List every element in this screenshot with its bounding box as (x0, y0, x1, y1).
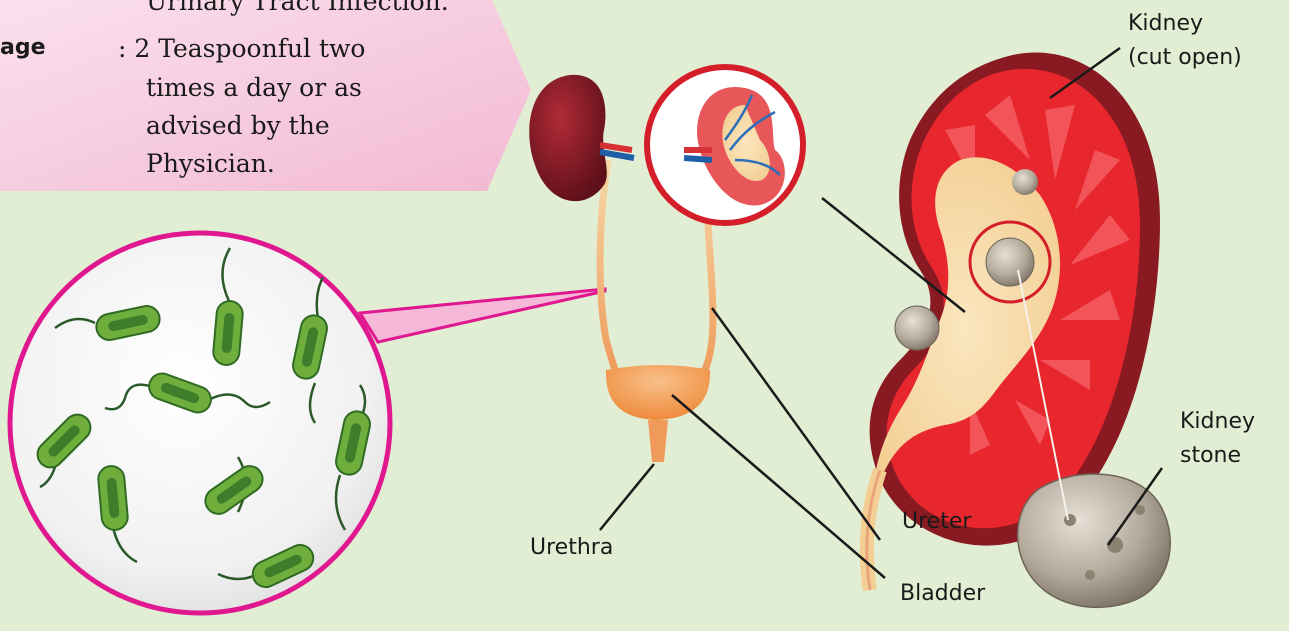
large-kidney-stone (1018, 474, 1171, 607)
panel-dosage-key: age (0, 34, 46, 62)
label-stone-2: stone (1180, 442, 1241, 470)
label-kidney: Kidney (1128, 10, 1203, 38)
bladder (606, 365, 710, 420)
panel-dosage-line-1: : 2 Teaspoonful two (118, 33, 366, 64)
callout-wedge (360, 289, 605, 342)
label-urethra: Urethra (530, 534, 613, 562)
leader-bladder (672, 395, 885, 578)
leader-ureter-left (712, 308, 880, 540)
panel-dosage-line-4: Physician. (146, 148, 275, 179)
panel-dosage-line-2: times a day or as (146, 72, 362, 103)
leader-urethra (600, 464, 654, 530)
kidney-section-magnifier (647, 67, 803, 223)
bacteria-magnifier (10, 233, 390, 613)
urethra-tube (648, 420, 668, 462)
label-stone-1: Kidney (1180, 408, 1255, 436)
kidney-left-vessels (600, 145, 634, 158)
ureter-left (600, 160, 620, 378)
kidney-left (529, 75, 607, 201)
label-ureter: Ureter (902, 508, 971, 536)
panel-top-line: Urinary Tract Infection. (146, 0, 449, 17)
label-bladder: Bladder (900, 580, 985, 608)
label-kidney-sub: (cut open) (1128, 44, 1242, 72)
panel-dosage-line-3: advised by the (146, 110, 330, 141)
